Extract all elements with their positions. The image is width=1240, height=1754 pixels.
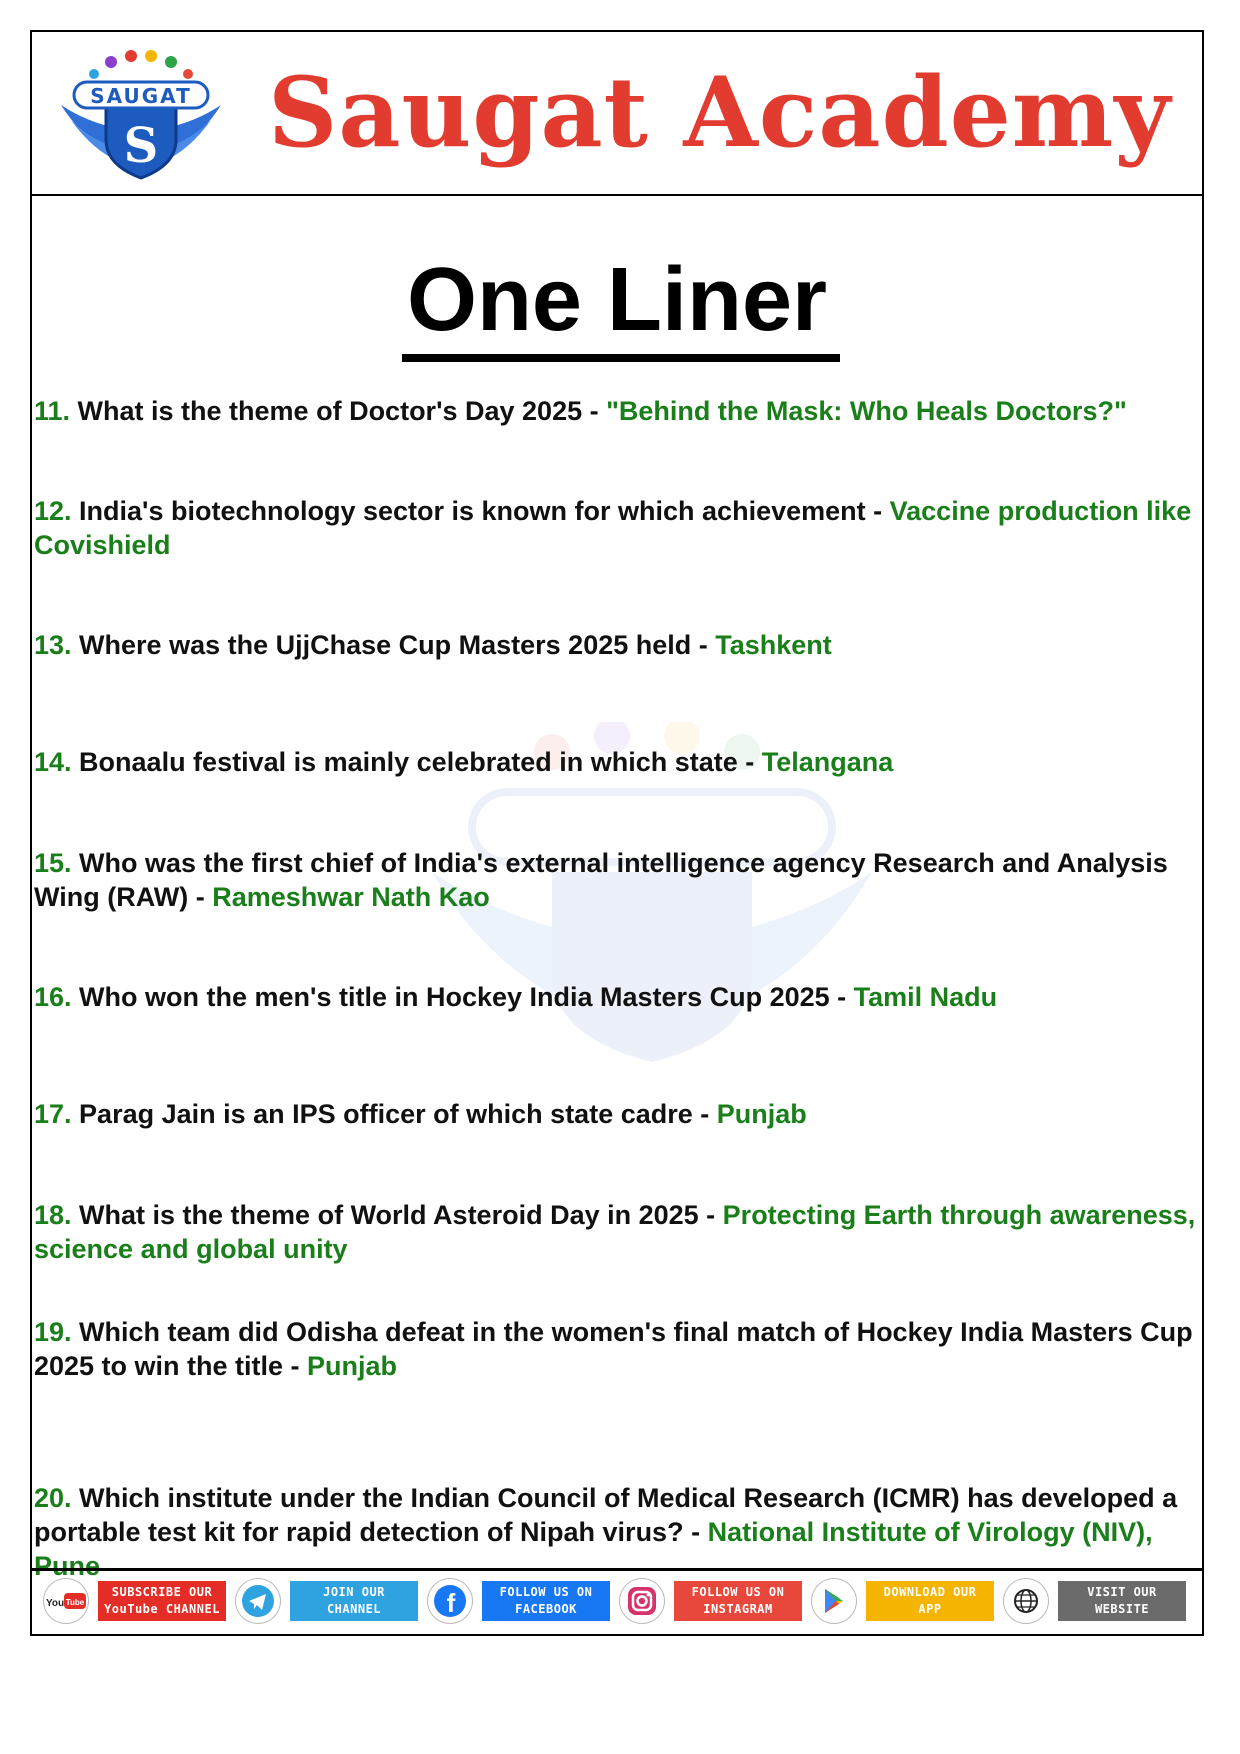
question-14: 14. Bonaalu festival is mainly celebrate… [34, 745, 1200, 779]
question-text: What is the theme of World Asteroid Day … [71, 1200, 723, 1230]
question-answer: Tashkent [715, 630, 832, 660]
follow-facebook-button[interactable]: FOLLOW US ON FACEBOOK [482, 1581, 610, 1621]
title-underline [402, 354, 840, 362]
question-answer: Punjab [307, 1351, 398, 1381]
instagram-icon [620, 1579, 664, 1623]
question-answer: Punjab [716, 1099, 807, 1129]
question-15: 15. Who was the first chief of India's e… [34, 846, 1200, 914]
svg-text:You: You [46, 1598, 64, 1609]
join-channel-button[interactable]: JOIN OUR CHANNEL [290, 1581, 418, 1621]
question-text: Where was the UjjChase Cup Masters 2025 … [71, 630, 716, 660]
visit-website-button[interactable]: VISIT OUR WEBSITE [1058, 1581, 1186, 1621]
question-11: 11. What is the theme of Doctor's Day 20… [34, 394, 1200, 428]
question-text: Who won the men's title in Hockey India … [71, 982, 854, 1012]
question-answer: Telangana [761, 747, 894, 777]
question-number: 18. [34, 1200, 72, 1230]
svg-text:S: S [124, 118, 159, 174]
question-number: 11. [34, 396, 71, 426]
question-16: 16. Who won the men's title in Hockey In… [34, 980, 1200, 1014]
youtube-icon: You Tube [44, 1579, 88, 1623]
question-text: Which team did Odisha defeat in the wome… [34, 1317, 1193, 1381]
follow-instagram-button[interactable]: FOLLOW US ON INSTAGRAM [674, 1581, 802, 1621]
question-answer: Tamil Nadu [853, 982, 998, 1012]
svg-text:f: f [447, 1588, 456, 1618]
question-number: 12. [34, 496, 72, 526]
question-19: 19. Which team did Odisha defeat in the … [34, 1315, 1200, 1383]
globe-icon [1004, 1579, 1048, 1623]
question-text: What is the theme of Doctor's Day 2025 - [70, 396, 607, 426]
facebook-icon: f [428, 1579, 472, 1623]
question-12: 12. India's biotechnology sector is know… [34, 494, 1200, 562]
question-text: Who was the first chief of India's exter… [34, 848, 1168, 912]
telegram-icon [236, 1579, 280, 1623]
question-answer: National Institute of Virology (NIV), Pu… [34, 1517, 1153, 1581]
question-number: 13. [34, 630, 72, 660]
header: S SAUGAT Saugat Academy [32, 32, 1202, 196]
play-store-icon [812, 1579, 856, 1623]
question-answer: "Behind the Mask: Who Heals Doctors?" [606, 396, 1127, 426]
question-20: 20. Which institute under the Indian Cou… [34, 1481, 1206, 1583]
question-text: Which institute under the Indian Council… [34, 1483, 1178, 1547]
question-answer: Vaccine production like Covishield [34, 496, 1192, 560]
download-app-button[interactable]: DOWNLOAD OUR APP [866, 1581, 994, 1621]
watermark-logo [432, 722, 872, 1062]
question-17: 17. Parag Jain is an IPS officer of whic… [34, 1097, 1200, 1131]
question-number: 16. [34, 982, 72, 1012]
brand-name: Saugat Academy [268, 56, 1172, 169]
page-title: One Liner [406, 250, 828, 350]
question-number: 20. [34, 1483, 72, 1513]
question-number: 17. [34, 1099, 72, 1129]
question-13: 13. Where was the UjjChase Cup Masters 2… [34, 628, 1200, 662]
question-number: 15. [34, 848, 72, 878]
question-text: India's biotechnology sector is known fo… [71, 496, 890, 526]
question-number: 14. [34, 747, 72, 777]
subscribe-youtube-button[interactable]: SUBSCRIBE OUR YouTube CHANNEL [98, 1581, 226, 1621]
question-answer: Rameshwar Nath Kao [212, 882, 490, 912]
question-number: 19. [34, 1317, 72, 1347]
question-text: Parag Jain is an IPS officer of which st… [71, 1099, 717, 1129]
question-text: Bonaalu festival is mainly celebrated in… [71, 747, 762, 777]
footer-bar: You Tube SUBSCRIBE OUR YouTube CHANNEL J… [32, 1568, 1202, 1634]
page-frame: S SAUGAT Saugat Academy One Liner 11. Wh… [30, 30, 1204, 1636]
question-18: 18. What is the theme of World Asteroid … [34, 1198, 1200, 1266]
logo-text: SAUGAT [90, 84, 192, 108]
question-answer: Protecting Earth through awareness, scie… [34, 1200, 1196, 1264]
saugat-logo: S [61, 50, 221, 180]
svg-text:Tube: Tube [66, 1598, 85, 1607]
